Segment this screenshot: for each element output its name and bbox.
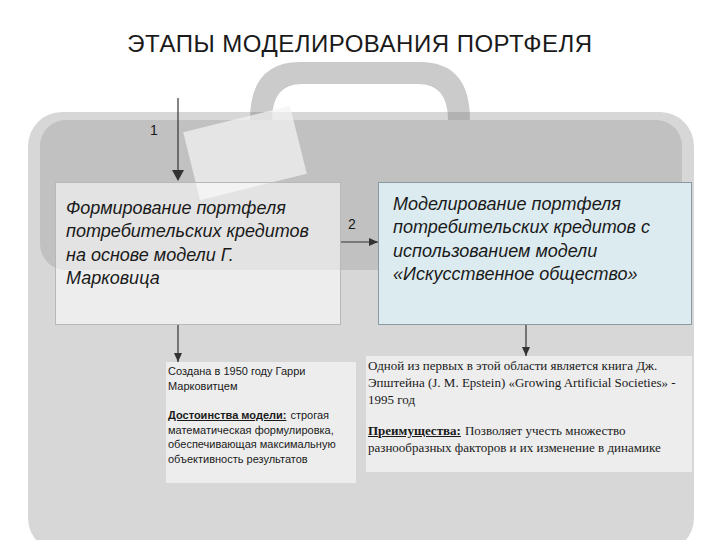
arrow-1-head — [172, 170, 184, 181]
box-text: Формирование портфеля потребительских кр… — [66, 197, 330, 291]
note-paragraph: Одной из первых в этой области является … — [368, 358, 690, 409]
arrow-1-line — [177, 98, 178, 172]
process-box: Моделирование портфеля потребительских к… — [378, 182, 692, 325]
arrow-connector — [341, 241, 378, 242]
note-block: Создана в 1950 году Гарри МарковитцемДос… — [166, 362, 356, 483]
note-paragraph: Преимущества:Позволяет учесть множество … — [368, 423, 690, 457]
arrow-connector — [177, 325, 178, 362]
arrow-connector — [525, 325, 526, 356]
note-block: Одной из первых в этой области является … — [366, 356, 692, 472]
note-paragraph: Создана в 1950 году Гарри Марковитцем — [168, 364, 354, 394]
note-heading: Достоинства модели: — [168, 409, 286, 421]
callout-number: 1 — [150, 122, 158, 138]
box-text: Моделирование портфеля потребительских к… — [393, 193, 681, 287]
process-box: Формирование портфеля потребительских кр… — [55, 182, 341, 325]
note-text: Создана в 1950 году Гарри Марковитцем — [168, 365, 305, 392]
note-paragraph: Достоинства модели:строгая математическа… — [168, 408, 354, 467]
diagram-title: ЭТАПЫ МОДЕЛИРОВАНИЯ ПОРТФЕЛЯ — [0, 30, 720, 58]
note-text: Одной из первых в этой области является … — [368, 358, 676, 407]
note-heading: Преимущества: — [368, 423, 461, 438]
briefcase-body — [28, 112, 694, 540]
callout-number: 2 — [348, 216, 356, 232]
